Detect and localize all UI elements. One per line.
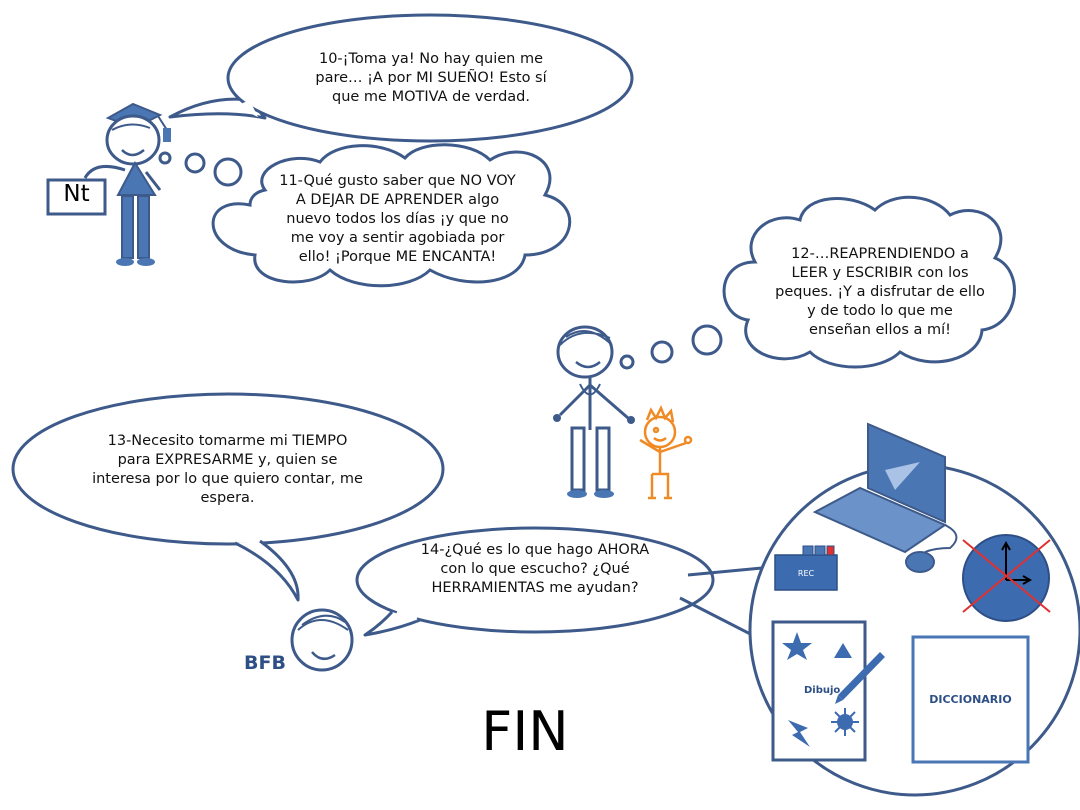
fin-title: FIN (481, 700, 569, 763)
bubble-11-text: 11-Qué gusto saber que NO VOY A DEJAR DE… (279, 173, 516, 265)
drawing-sheet-icon (771, 620, 885, 762)
bfb-label: BFB (244, 652, 286, 674)
diccionario-label: DICCIONARIO (929, 693, 1012, 706)
speech-bubble-14 (355, 526, 763, 642)
laptop-icon (812, 422, 958, 554)
mouse-icon (905, 551, 935, 573)
clock-icon (962, 534, 1051, 622)
thought-bubble-11 (158, 143, 572, 288)
recorder-icon (774, 545, 838, 591)
thought-bubble-12 (619, 195, 1016, 370)
dictionary-icon (911, 635, 1030, 764)
sign-label: Nt (63, 181, 90, 207)
bubble-10-text: 10-¡Toma ya! No hay quien me pare… ¡A po… (315, 51, 547, 105)
rec-label: REC (797, 569, 815, 578)
bubble-14-text: 14-¿Qué es lo que hago AHORA con lo que … (420, 542, 650, 596)
teacher-figure (553, 325, 635, 498)
graduate-figure (46, 102, 171, 266)
dibujo-label: Dibujo (804, 685, 841, 696)
child-figure (639, 404, 693, 500)
speech-bubble-10 (168, 13, 634, 143)
speech-bubble-13 (11, 392, 445, 602)
bubble-12-text: 12-…REAPRENDIENDO a LEER y ESCRIBIR con … (775, 246, 985, 338)
face-figure (290, 608, 354, 672)
bubble-13-text: 13-Necesito tomarme mi TIEMPO para EXPRE… (92, 433, 363, 506)
sign-board (46, 178, 107, 216)
